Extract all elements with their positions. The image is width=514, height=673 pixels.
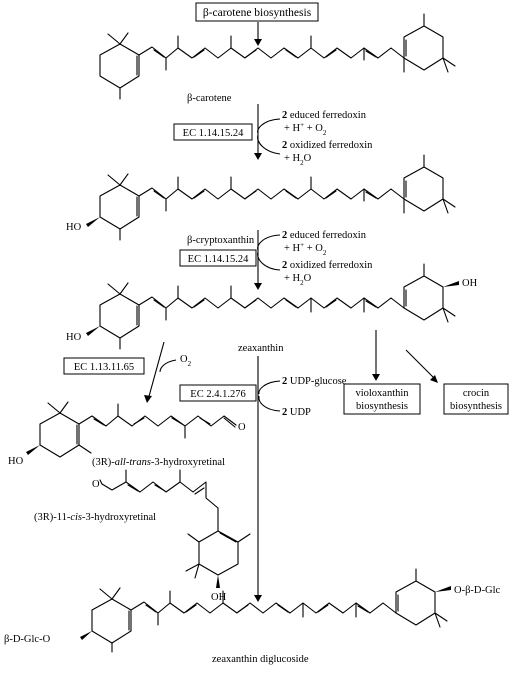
violoxanthin-label-2: biosynthesis bbox=[356, 401, 408, 412]
reduced-ferredoxin-1: 2 educed ferredoxin bbox=[282, 110, 367, 121]
cis-hydroxyretinal-structure: O OH (3R)-11-cis-3-hydroxyretinal bbox=[34, 469, 251, 603]
water-2: + H2O bbox=[284, 273, 312, 287]
enzyme-glucosylation: EC 2.4.1.276 bbox=[190, 389, 245, 400]
proton-oxygen-2: + H+ + O2 bbox=[284, 241, 327, 257]
beta-carotene-label: β-carotene bbox=[187, 93, 232, 104]
udp-label: 2 UDP bbox=[282, 407, 311, 418]
step1-reaction: EC 1.14.15.24 2 educed ferredoxin + H+ +… bbox=[173, 104, 373, 167]
oxidized-ferredoxin-2: 2 oxidized ferredoxin bbox=[282, 260, 373, 271]
beta-carotene-structure: β-carotene bbox=[99, 13, 456, 104]
violoxanthin-branch: violoxanthin biosynthesis bbox=[343, 330, 421, 415]
enzyme-step1: EC 1.14.15.24 bbox=[183, 128, 244, 139]
reduced-ferredoxin-2: 2 educed ferredoxin bbox=[282, 230, 367, 241]
arrowhead bbox=[254, 39, 262, 46]
zeaxanthin-hydroxyl-right: OH bbox=[462, 278, 478, 289]
glucosylation-reaction: 2 UDP-glucose 2 UDP EC 2.4.1.276 bbox=[179, 356, 347, 602]
oxidized-ferredoxin-1: 2 oxidized ferredoxin bbox=[282, 140, 373, 151]
crocin-label-2: biosynthesis bbox=[450, 401, 502, 412]
glucoside-left: β-D-Glc-O bbox=[4, 634, 51, 645]
crocin-label-1: crocin bbox=[463, 388, 490, 399]
glucoside-right: O-β-D-Glc bbox=[454, 585, 500, 596]
beta-cryptoxanthin-structure: HO β-cryptoxanthin bbox=[66, 154, 456, 246]
enzyme-box-cleavage bbox=[63, 357, 145, 375]
aldehyde-o-trans: O bbox=[238, 422, 246, 433]
cis-hydroxyretinal-label: (3R)-11-cis-3-hydroxyretinal bbox=[34, 512, 156, 523]
zeaxanthin-structure: HO OH zeaxanthin bbox=[66, 263, 478, 354]
enzyme-box-glucosylation bbox=[179, 384, 257, 402]
retinal-trans-hydroxyl: HO bbox=[8, 456, 24, 467]
zeaxanthin-label: zeaxanthin bbox=[238, 343, 284, 354]
proton-oxygen-1: + H+ + O2 bbox=[284, 121, 327, 137]
violoxanthin-label-1: violoxanthin bbox=[355, 388, 409, 399]
hydroxyl-label: HO bbox=[66, 222, 82, 233]
water-1: + H2O bbox=[284, 153, 312, 167]
zeaxanthin-diglucoside-label: zeaxanthin diglucoside bbox=[212, 654, 309, 665]
beta-cryptoxanthin-label: β-cryptoxanthin bbox=[187, 235, 255, 246]
aldehyde-o-cis: O bbox=[92, 479, 100, 490]
enzyme-box-step1 bbox=[173, 123, 253, 141]
crocin-branch: crocin biosynthesis bbox=[405, 349, 509, 415]
o2-label: O2 bbox=[180, 354, 192, 368]
all-trans-hydroxyretinal-structure: HO O (3R)-all-trans-3-hydroxyretinal bbox=[8, 401, 246, 468]
all-trans-hydroxyretinal-label: (3R)-all-trans-3-hydroxyretinal bbox=[92, 457, 225, 468]
top-box-label: β-carotene biosynthesis bbox=[203, 7, 312, 19]
zeaxanthin-hydroxyl-left: HO bbox=[66, 332, 82, 343]
beta-carotene-biosynthesis-box: β-carotene biosynthesis bbox=[195, 2, 319, 22]
udp-glucose-label: 2 UDP-glucose bbox=[282, 376, 347, 387]
zeaxanthin-diglucoside-structure: β-D-Glc-O O-β-D-Glc zeaxanthin diglucosi… bbox=[4, 568, 500, 665]
enzyme-box-step2 bbox=[179, 249, 257, 267]
enzyme-cleavage: EC 1.13.11.65 bbox=[74, 362, 134, 373]
cleavage-reaction: O2 EC 1.13.11.65 bbox=[63, 341, 192, 403]
enzyme-step2: EC 1.14.15.24 bbox=[188, 254, 249, 265]
step2-reaction: EC 1.14.15.24 2 educed ferredoxin + H+ +… bbox=[179, 230, 373, 290]
retinal-cis-hydroxyl: OH bbox=[211, 592, 227, 603]
